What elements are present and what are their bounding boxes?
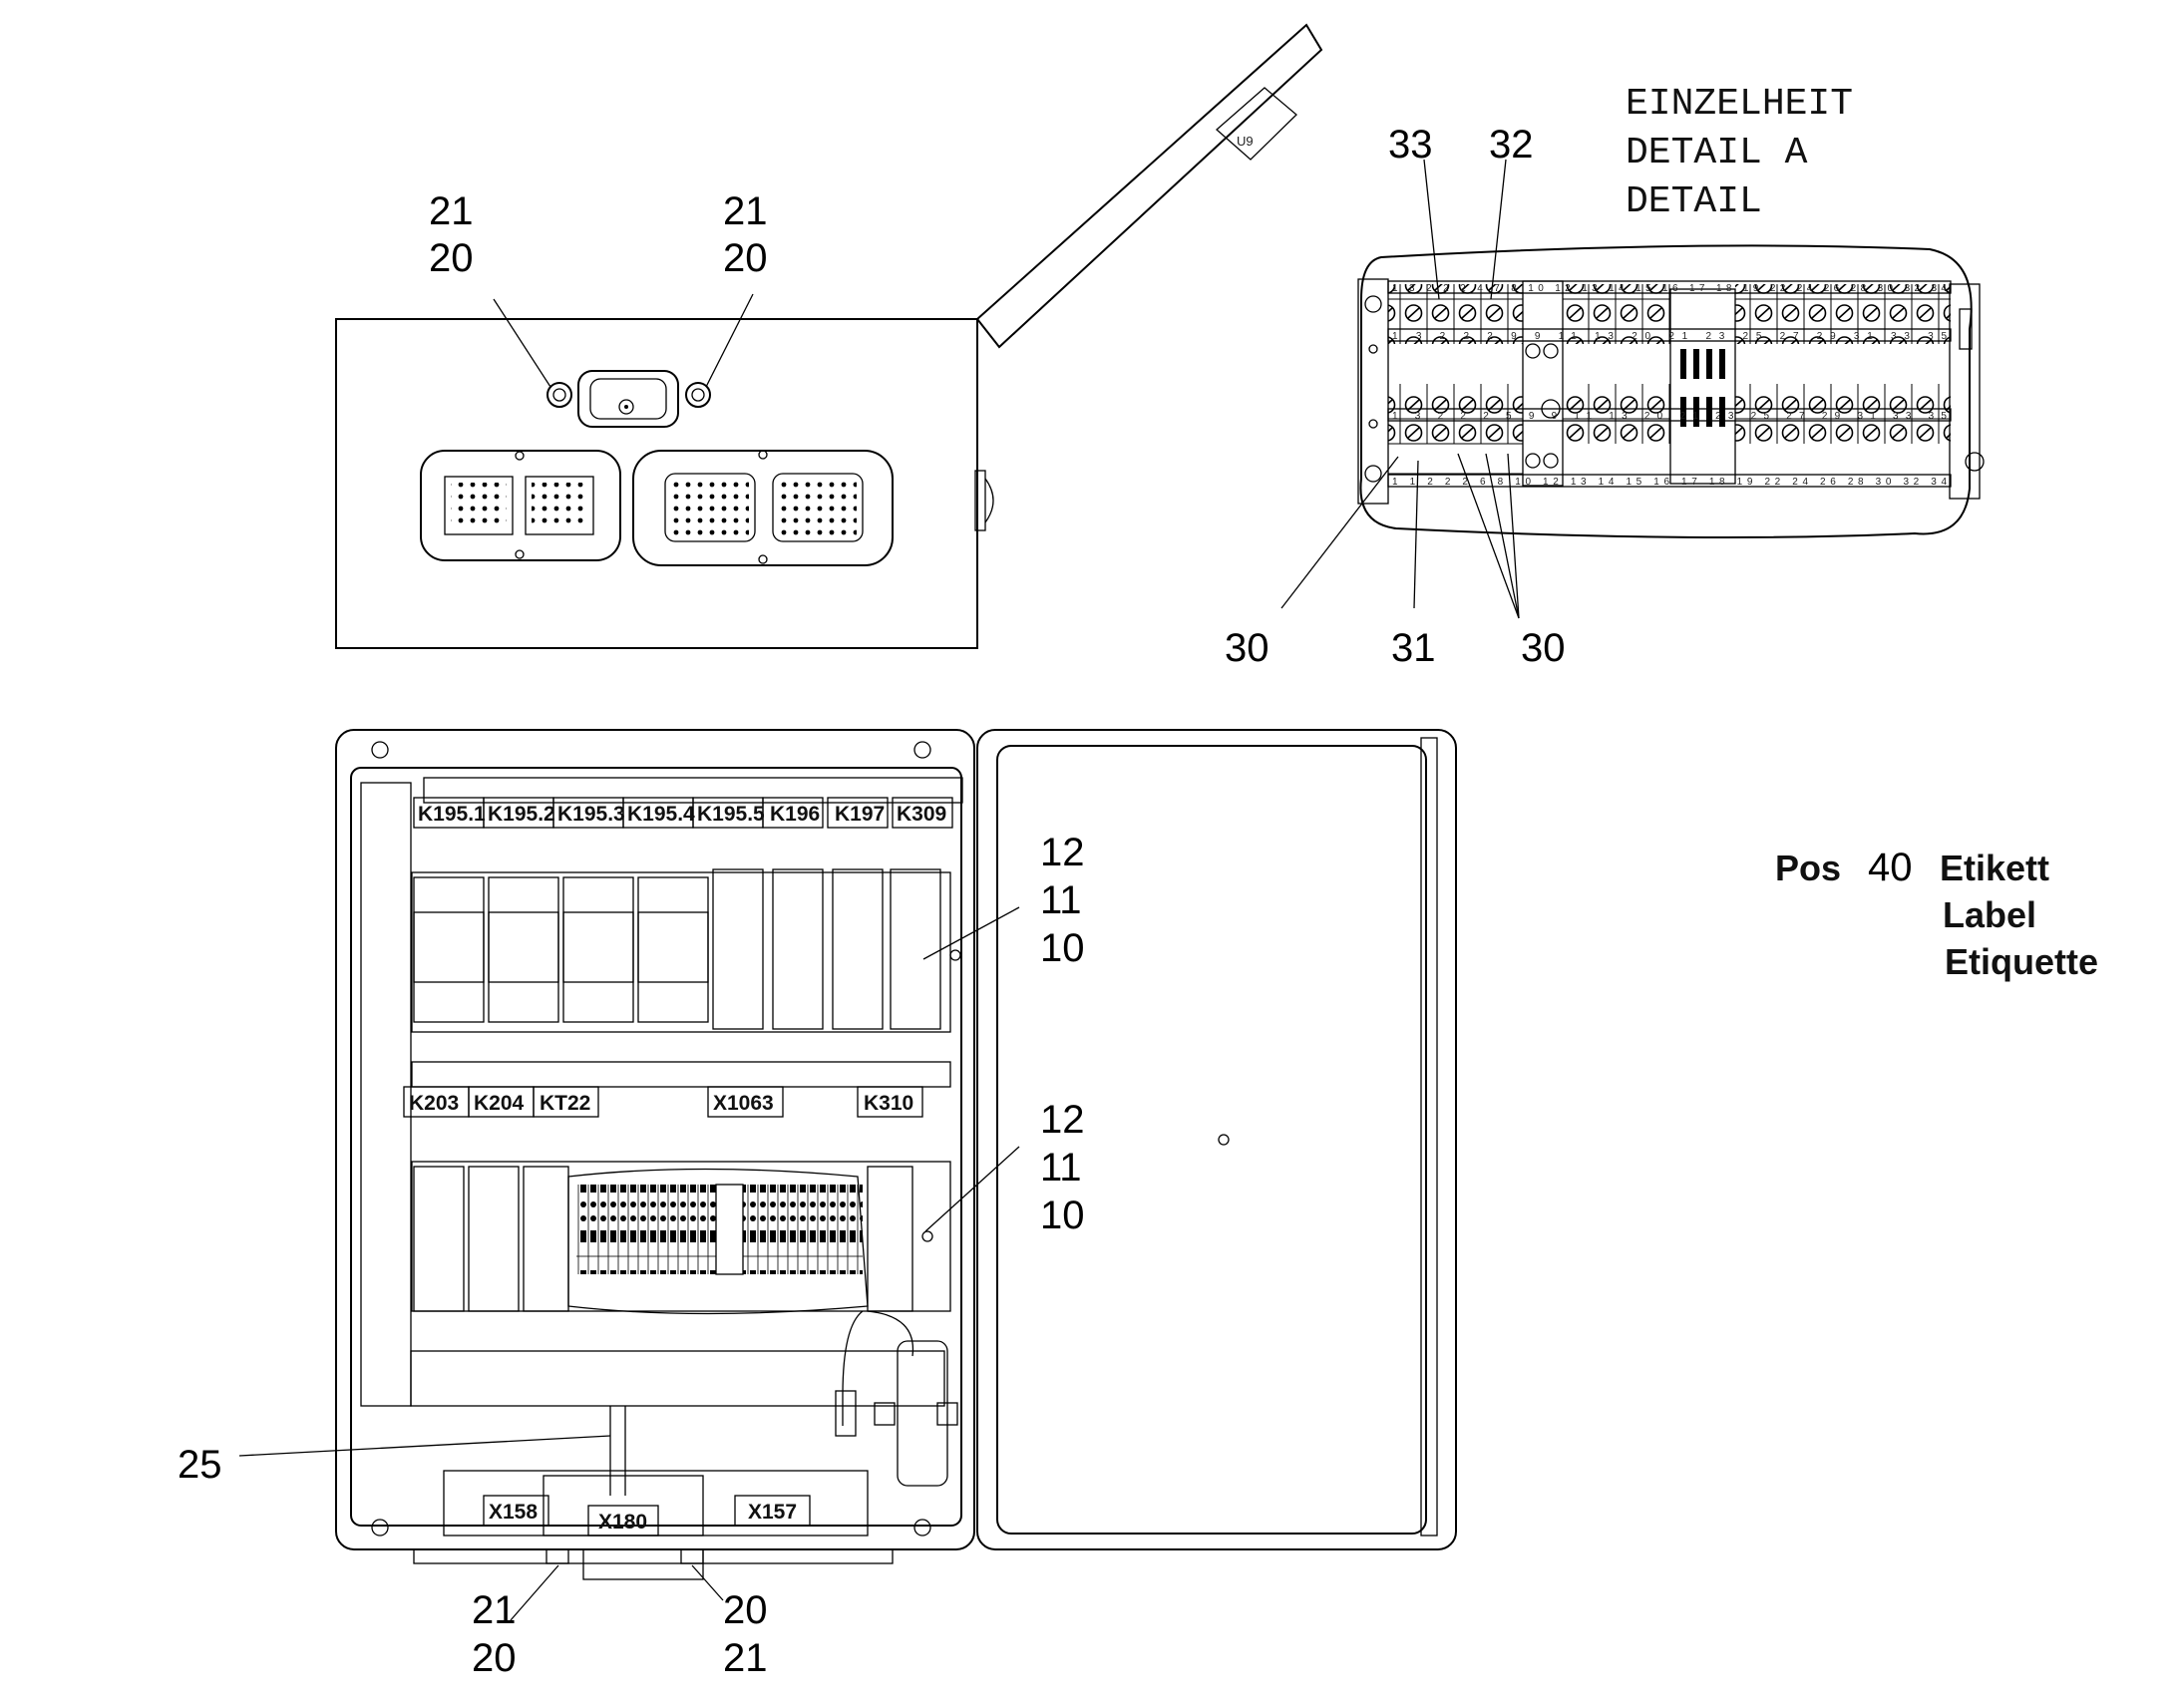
- callout-25: 25: [178, 1443, 222, 1487]
- svg-text:DETAIL A: DETAIL A: [1626, 132, 1808, 174]
- lower-relay-labels: K203 K204 KT22 X1063 K310: [403, 1086, 923, 1118]
- callout-21: 21: [723, 1636, 768, 1680]
- relay-label: K195.3: [557, 803, 625, 826]
- callout-21: 21: [429, 189, 474, 233]
- connector-label: X157: [748, 1501, 797, 1524]
- relay-label: K195.2: [488, 803, 555, 826]
- callout-21: 21: [723, 189, 768, 233]
- detail-a-terminal-strip: 1 3 2 2 2 4 7 8 10 12 13 14 15 16 17 18 …: [1357, 244, 1985, 538]
- callout-21: 21: [472, 1588, 517, 1632]
- position-note: Pos 40 Etikett Label Etiquette: [1775, 846, 2098, 982]
- relay-label: K204: [474, 1092, 525, 1115]
- relay-label: KT22: [540, 1092, 590, 1115]
- upper-relay-labels: K195.1 K195.2 K195.3 K195.4 K195.5 K196 …: [413, 797, 953, 829]
- callout-11: 11: [1040, 1146, 1082, 1190]
- heater-element: [835, 1310, 958, 1487]
- top-circular-connector: [546, 370, 711, 428]
- callout-12: 12: [1040, 831, 1085, 874]
- right-connector-plate: [632, 450, 894, 566]
- svg-text:Label: Label: [1943, 894, 2036, 935]
- callout-20: 20: [723, 236, 768, 280]
- svg-text:DETAIL: DETAIL: [1626, 180, 1762, 223]
- svg-text:U9: U9: [1237, 134, 1254, 149]
- svg-text:Pos: Pos: [1775, 848, 1841, 888]
- callout-20: 20: [472, 1636, 517, 1680]
- connector-label: X180: [598, 1511, 647, 1534]
- callout-31: 31: [1391, 626, 1436, 670]
- svg-text:Etikett: Etikett: [1940, 848, 2049, 888]
- callout-10: 10: [1040, 926, 1085, 970]
- callout-30: 30: [1225, 626, 1270, 670]
- relay-label: K309: [897, 803, 946, 826]
- relay-label: K195.4: [627, 803, 695, 826]
- relay-label: K203: [409, 1092, 459, 1115]
- bottom-connectors: X158 X180 X157: [443, 1470, 869, 1537]
- relay-label: K195.5: [697, 803, 765, 826]
- lower-din-rail: [411, 1061, 951, 1315]
- terminal-row-numbers: 1 3 2 2 2 5 9 9 11 13 20 21 23 25 27 29 …: [1392, 411, 1947, 422]
- callout-12: 12: [1040, 1098, 1085, 1142]
- relay-label: K310: [864, 1092, 913, 1115]
- open-box: [335, 729, 1457, 1580]
- left-connector-plate: [420, 450, 621, 561]
- callout-20: 20: [429, 236, 474, 280]
- svg-text:40: 40: [1868, 846, 1913, 889]
- terminal-row-numbers: 1 3 2 2 2 9 9 11 13 20 21 23 25 27 29 31…: [1392, 331, 1947, 342]
- relay-label: X1063: [713, 1092, 774, 1115]
- lid-tag: U9: [1216, 87, 1297, 161]
- detail-a-title: EINZELHEIT DETAIL A DETAIL: [1626, 83, 1853, 223]
- connector-label: X158: [489, 1501, 538, 1524]
- relay-socket-group: [413, 868, 961, 1030]
- callout-32: 32: [1489, 123, 1534, 167]
- svg-text:EINZELHEIT: EINZELHEIT: [1626, 83, 1853, 126]
- callout-11: 11: [1040, 878, 1082, 922]
- relay-label: K196: [770, 803, 820, 826]
- relay-label: K195.1: [418, 803, 486, 826]
- callout-30: 30: [1521, 626, 1566, 670]
- svg-text:Etiquette: Etiquette: [1945, 941, 2098, 982]
- callout-10: 10: [1040, 1194, 1085, 1237]
- callout-33: 33: [1388, 123, 1433, 167]
- callout-20: 20: [723, 1588, 768, 1632]
- relay-label: K197: [835, 803, 885, 826]
- top-view: U9: [335, 23, 1323, 649]
